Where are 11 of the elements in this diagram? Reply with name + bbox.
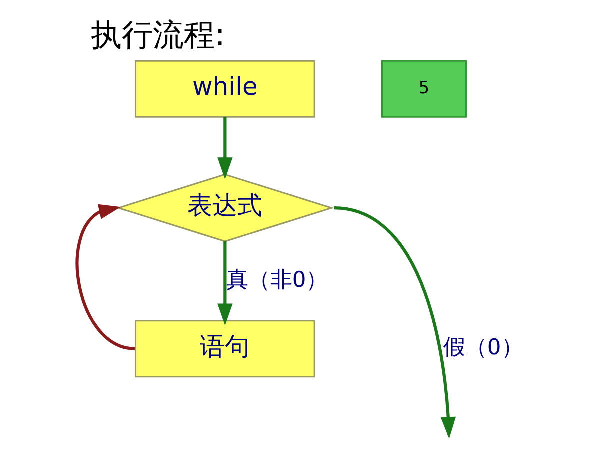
diagram-title: 执行流程: bbox=[90, 18, 225, 54]
arrow bbox=[333, 206, 456, 439]
node-diamond: 表达式 bbox=[116, 174, 334, 242]
edge-label: 真（非0） bbox=[226, 268, 328, 293]
node-box: while bbox=[134, 60, 315, 118]
arrow bbox=[217, 242, 232, 326]
node-box: 语句 bbox=[134, 320, 315, 378]
arrow bbox=[75, 204, 135, 350]
node-box: 5 bbox=[380, 60, 467, 118]
arrow bbox=[217, 117, 232, 180]
edge-label: 假（0） bbox=[442, 336, 523, 361]
